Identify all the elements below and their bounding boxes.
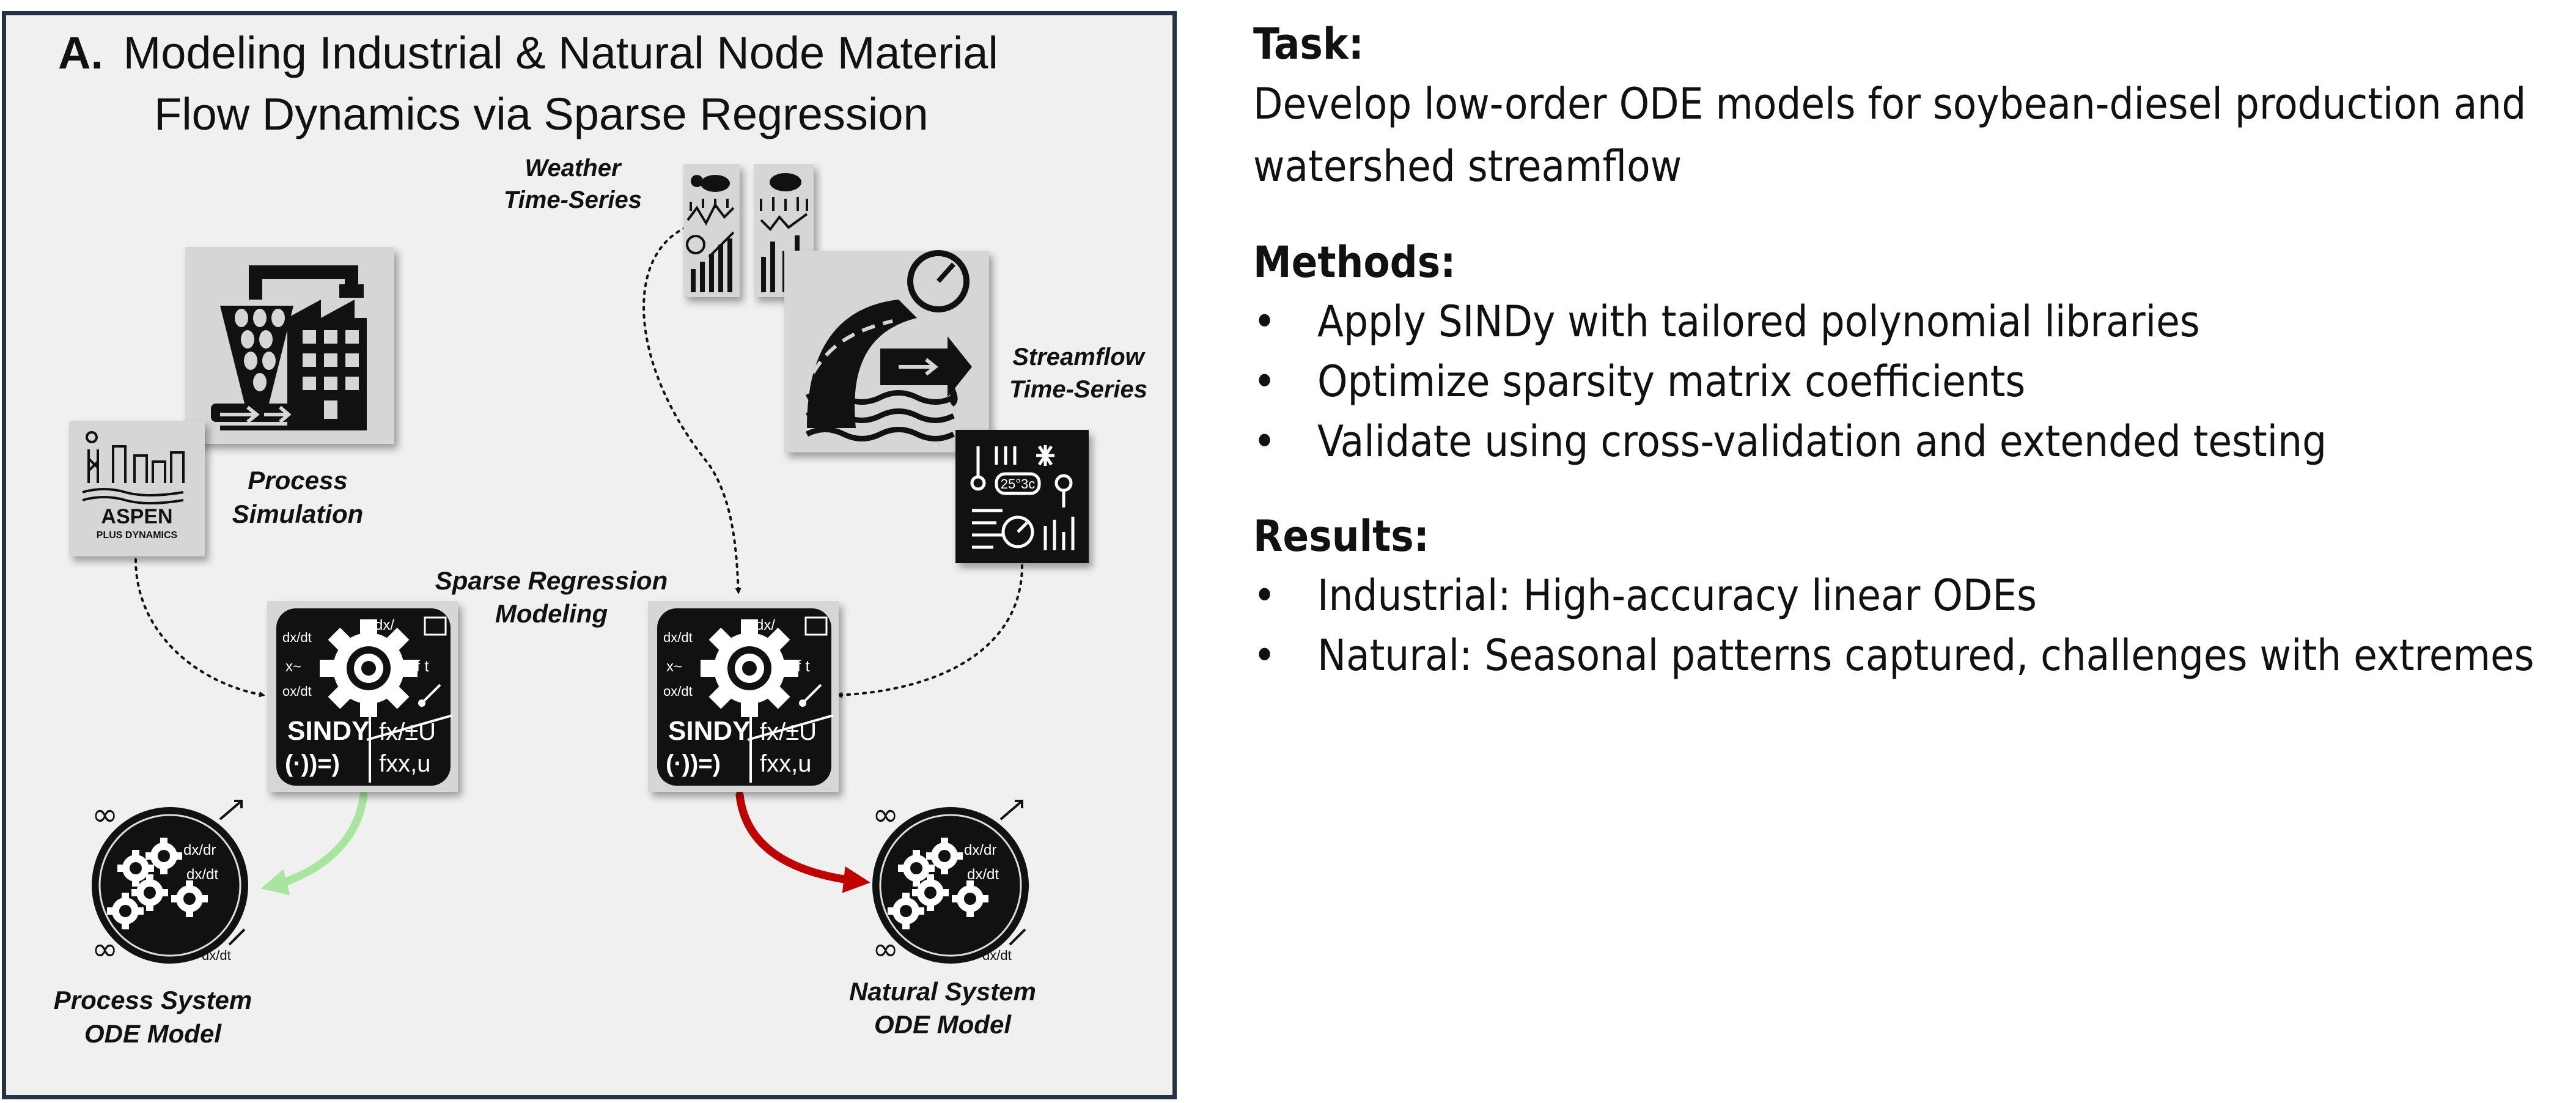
methods-item: Optimize sparsity matrix coefficients [1253,352,2549,411]
aspen-plus-logo: ASPEN PLUS DYNAMICS [69,421,205,556]
methods-item: Validate using cross-validation and exte… [1253,411,2549,471]
results-item: Industrial: High-accuracy linear ODEs [1253,566,2549,625]
panel-title-line1: A. Modeling Industrial & Natural Node Ma… [58,28,998,78]
natural-ode-infinity-top: ∞ [872,797,899,833]
aspen-to-sindy-arrow [134,558,265,698]
natural-ode-dx-bottom: dx/dt [982,948,1012,963]
sindy-icon-process: dx/ dx/dt x~ ox/dt f t SINDY fx/±U (·))=… [267,601,458,792]
results-heading: Results: [1253,511,1429,561]
sindy-formula2-2: (·))=) [666,750,721,777]
sindy-ft: f t [416,657,429,675]
aspen-logo-name: ASPEN [101,505,172,528]
weather-to-sindy-arrow [642,226,742,594]
sparse-regression-label-line2: Modeling [495,599,608,628]
process-ode-infinity-top: ∞ [92,797,118,833]
process-simulation-icon [185,247,394,444]
process-ode-label-line1: Process System [54,986,252,1014]
sindy-dx-top: dx/ [375,617,394,633]
natural-ode-arrow [735,791,870,893]
sensor-temp: 25°3c [1001,476,1036,492]
sindy-formula3-2: fxx,u [760,750,811,777]
process-ode-dx2: dx/dt [186,866,218,883]
process-ode-infinity-bottom: ∞ [92,931,118,968]
diagram-canvas: A. Modeling Industrial & Natural Node Ma… [54,28,1147,1048]
sindy-x: x~ [285,658,301,675]
process-ode-label-line2: ODE Model [84,1019,222,1048]
methods-item: Apply SINDy with tailored polynomial lib… [1253,292,2549,352]
sparse-regression-label-line1: Sparse Regression [435,566,668,595]
sindy-ft-2: f t [797,657,810,675]
natural-ode-label-line1: Natural System [849,977,1036,1006]
sindy-dx-top-2: dx/ [756,617,775,633]
task-heading: Task: [1253,19,1364,69]
streamflow-to-sindy-arrow [836,564,1023,698]
sindy-label-2: SINDY [668,716,750,746]
process-simulation-label-line2: Simulation [232,500,364,528]
sindy-formula3: fxx,u [379,750,430,777]
streamflow-label-line2: Time-Series [1009,376,1147,403]
sindy-dx2: ox/dt [282,684,312,699]
panel-label: A. [58,28,103,78]
streamflow-icon [784,250,989,452]
sensor-dashboard-icon: 25°3c [955,430,1089,563]
summary-column: Task: Develop low-order ODE models for s… [1253,18,2549,725]
sindy-dx1: dx/dt [282,630,312,645]
results-list: Industrial: High-accuracy linear ODEs Na… [1253,566,2549,685]
process-simulation-label-line1: Process [248,466,347,495]
aspen-logo-sub: PLUS DYNAMICS [97,530,178,540]
methods-heading: Methods: [1253,237,1456,287]
sindy-label: SINDY [287,716,369,746]
sindy-dx2-2: ox/dt [663,684,693,699]
streamflow-label-line1: Streamflow [1012,344,1146,371]
process-ode-dx-bottom: dx/dt [202,948,231,963]
natural-ode-dx1: dx/dr [964,842,996,858]
methods-list: Apply SINDy with tailored polynomial lib… [1253,292,2549,471]
task-section: Task: Develop low-order ODE models for s… [1253,18,2549,197]
weather-label-line1: Weather [524,155,622,182]
sindy-x-2: x~ [666,658,682,675]
methods-section: Methods: Apply SINDy with tailored polyn… [1253,237,2549,471]
results-section: Results: Industrial: High-accuracy linea… [1253,511,2549,685]
results-item: Natural: Seasonal patterns captured, cha… [1253,625,2549,685]
sindy-icon-natural: dx/ dx/dt x~ ox/dt f t SINDY fx/±U (·))=… [648,601,839,792]
natural-ode-label-line2: ODE Model [874,1010,1012,1039]
sindy-dx1-2: dx/dt [663,630,693,645]
weather-icon [683,164,814,297]
natural-ode-dx2: dx/dt [967,866,999,883]
process-ode-dx1: dx/dr [183,842,216,858]
weather-label-line2: Time-Series [504,186,642,213]
task-body: Develop low-order ODE models for soybean… [1253,79,2526,191]
natural-ode-icon: dx/dr dx/dt ∞ ∞ dx/dt [872,797,1029,968]
natural-ode-infinity-bottom: ∞ [872,931,899,968]
process-ode-arrow [260,791,368,896]
panel-title-text: Modeling Industrial & Natural Node Mater… [123,28,998,78]
sindy-formula2: (·))=) [285,750,340,777]
process-ode-icon: dx/dr dx/dt ∞ ∞ dx/dt [92,797,248,968]
panel-title-line2: Flow Dynamics via Sparse Regression [154,89,929,139]
